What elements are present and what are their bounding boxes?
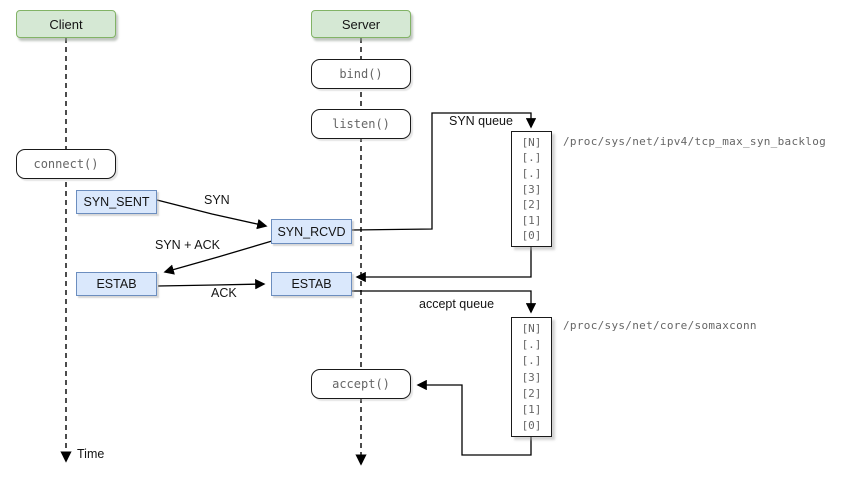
listen-call-label: listen() — [332, 117, 390, 131]
accept-queue-slot: [.] — [521, 338, 542, 352]
syn-queue-slot: [3] — [521, 182, 542, 196]
connect-call-label: connect() — [33, 157, 99, 171]
estab-to-accept-queue — [352, 290, 537, 314]
syn-queue-slot: [0] — [521, 229, 542, 243]
accept-queue-slot: [1] — [521, 402, 542, 416]
listen-call-box: listen() — [311, 109, 411, 139]
accept-queue-box: [N] [.] [.] [3] [2] [1] [0] — [511, 317, 552, 437]
ack-arrow — [157, 278, 266, 290]
syn-queue-slot: [.] — [521, 151, 542, 165]
server-actor-box: Server — [311, 10, 411, 38]
accept-queue-to-accept — [416, 379, 532, 456]
syn-sent-state-box: SYN_SENT — [76, 190, 157, 214]
client-actor-label: Client — [49, 16, 83, 32]
accept-queue-slot: [2] — [521, 386, 542, 400]
syn-queue-slot: [.] — [521, 166, 542, 180]
estab-server-state-label: ESTAB — [291, 277, 332, 291]
syn-message-label: SYN — [204, 193, 230, 207]
syn-queue-label: SYN queue — [449, 114, 513, 128]
syn-arrow — [156, 199, 268, 230]
syn-queue-slot: [2] — [521, 198, 542, 212]
time-axis-label: Time — [77, 447, 105, 461]
accept-queue-label: accept queue — [419, 297, 495, 311]
bind-call-label: bind() — [339, 67, 383, 81]
accept-call-label: accept() — [332, 377, 390, 391]
syn-queue-slot: [1] — [521, 213, 542, 227]
estab-client-state-box: ESTAB — [76, 272, 157, 296]
ack-message-label: ACK — [211, 286, 237, 300]
accept-queue-slot: [.] — [521, 354, 542, 368]
syn-ack-message-label: SYN + ACK — [155, 238, 220, 252]
somaxconn-sysctl-path: /proc/sys/net/core/somaxconn — [563, 319, 757, 332]
accept-queue-slot: [3] — [521, 370, 542, 384]
client-actor-box: Client — [16, 10, 116, 38]
syn-rcvd-state-label: SYN_RCVD — [277, 224, 346, 239]
bind-call-box: bind() — [311, 59, 411, 89]
syn-rcvd-to-syn-queue — [351, 112, 537, 231]
syn-ack-arrow — [163, 240, 273, 275]
accept-call-box: accept() — [311, 369, 411, 399]
syn-queue-box: [N] [.] [.] [3] [2] [1] [0] — [511, 131, 552, 247]
syn-sent-state-label: SYN_SENT — [83, 195, 150, 209]
connect-call-box: connect() — [16, 149, 116, 179]
estab-server-state-box: ESTAB — [271, 272, 352, 296]
syn-rcvd-state-box: SYN_RCVD — [271, 219, 352, 244]
accept-queue-slot: [N] — [521, 322, 542, 336]
syn-queue-slot: [N] — [521, 135, 542, 149]
server-actor-label: Server — [341, 16, 381, 32]
syn-queue-to-estab — [355, 247, 532, 283]
syn-backlog-sysctl-path: /proc/sys/net/ipv4/tcp_max_syn_backlog — [563, 135, 827, 148]
estab-client-state-label: ESTAB — [96, 277, 137, 291]
accept-queue-slot: [0] — [521, 418, 542, 432]
